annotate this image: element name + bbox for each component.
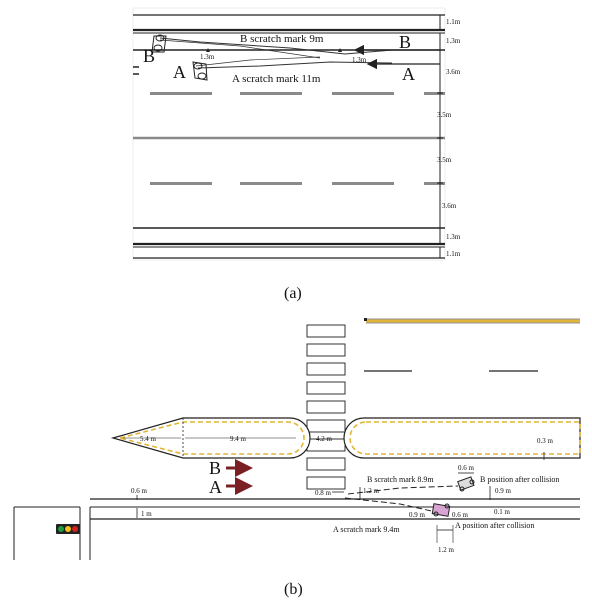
arrow-label-b: B: [209, 458, 221, 478]
crosswalk: [306, 324, 346, 490]
b-scratch-line: [347, 485, 459, 495]
dim-1-2-top: 1.2 m: [363, 487, 380, 495]
dim-5-4: 5.4 m: [140, 435, 157, 443]
dim-right-2: 3.6m: [446, 68, 461, 76]
dim-0-3: 0.3 m: [537, 437, 554, 445]
vehicle-a-sketch: [192, 61, 208, 81]
b-scratch-label-b: B scratch mark 8.9m: [367, 475, 434, 484]
vehicle-a-label-right: A: [402, 64, 415, 84]
dim-0-6-left: 0.6 m: [131, 487, 148, 495]
b-trajectory-2: [159, 39, 321, 59]
caption-a: (a): [284, 285, 302, 302]
marker-triangle-2: [338, 48, 342, 52]
dim-0-9-bottom: 0.9 m: [409, 511, 426, 519]
median-left: [110, 417, 311, 459]
a-scratch-line: [344, 497, 437, 513]
diagram-b: 5.4 m 9.4 m 4.2 m 0.3 m B A 0.6 m 1 m: [13, 318, 581, 560]
diagram-a: B A B A B scratch mark 9m A scratch mark…: [132, 7, 461, 261]
vehicle-a-label-left: A: [173, 62, 186, 82]
dim-right-6: 1.3m: [446, 233, 461, 241]
dim-right-3: 3.5m: [437, 111, 452, 119]
dim-0-8: 0.8 m: [315, 489, 332, 497]
dim-right-0: 1.1m: [446, 18, 461, 26]
vehicle-b-sketch: [151, 34, 167, 53]
dim-right-1: 1.3m: [446, 37, 461, 45]
dim-0-6-top: 0.6 m: [458, 464, 475, 472]
marker-triangle-1: [206, 48, 210, 52]
dim-13-left: 1.3m: [200, 53, 215, 61]
dim-0-9-right: 0.9 m: [495, 487, 512, 495]
lane-dash-row-1: [150, 92, 445, 95]
dim-0-6-bottom: 0.6 m: [452, 511, 469, 519]
vehicle-a-position: [431, 503, 451, 517]
dim-9-4: 9.4 m: [230, 435, 247, 443]
right-dimension-ticks: [437, 14, 443, 259]
dim-13-mid: 1.3m: [352, 56, 367, 64]
traffic-signal-icon: [56, 524, 80, 534]
dim-right-5: 3.6m: [442, 202, 457, 210]
a-position-label: A position after collision: [455, 521, 534, 530]
dim-0-1: 0.1 m: [494, 508, 511, 516]
caption-b: (b): [284, 581, 303, 598]
a-scratch-label-b: A scratch mark 9.4m: [333, 525, 400, 534]
a-trajectory: [197, 61, 393, 69]
lane-dash-row-2: [150, 182, 445, 185]
dim-right-7: 1.1m: [446, 250, 461, 258]
dim-4-2: 4.2 m: [316, 435, 333, 443]
dim-right-4: 3.5m: [437, 156, 452, 164]
median-right: [343, 417, 581, 459]
b-position-label: B position after collision: [480, 475, 559, 484]
dim-1-2-bottom: 1.2 m: [438, 546, 455, 554]
a-trajectory-2: [195, 56, 321, 67]
b-scratch-label: B scratch mark 9m: [240, 33, 324, 45]
dim-1: 1 m: [141, 510, 152, 518]
arrow-label-a: A: [209, 477, 222, 497]
a-scratch-label: A scratch mark 11m: [232, 73, 321, 85]
vehicle-b-position: [457, 476, 475, 492]
vehicle-b-label-right: B: [399, 32, 411, 52]
corner-mark: [364, 318, 367, 321]
vehicle-b-label-left: B: [143, 46, 155, 66]
